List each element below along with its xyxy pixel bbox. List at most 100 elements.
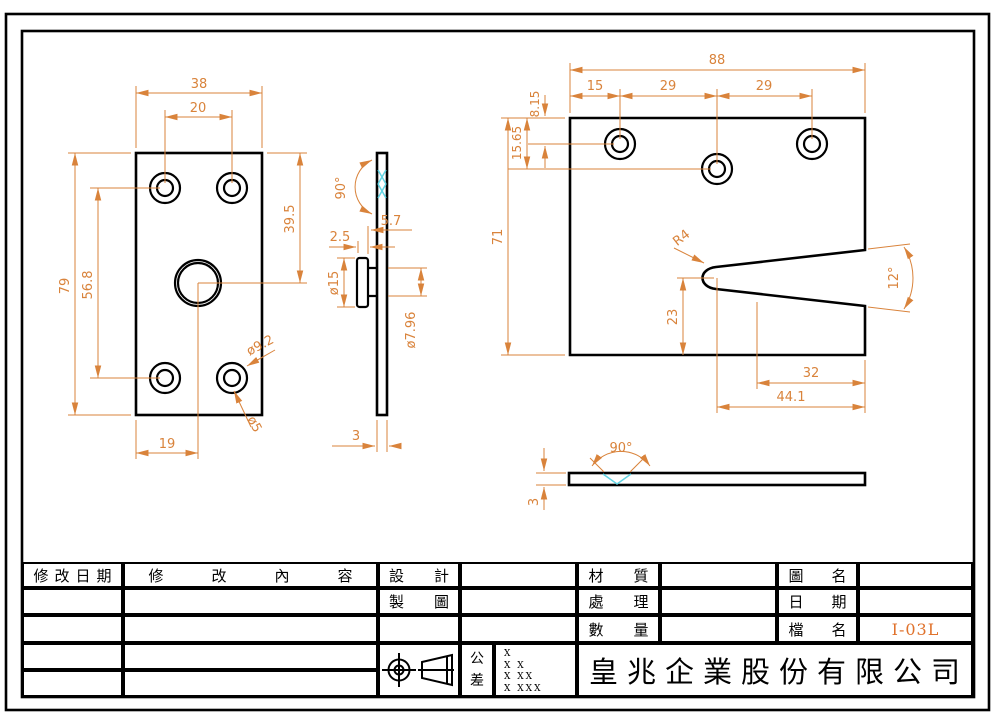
section-dimension-labels: 90° 3	[527, 441, 633, 506]
dim-plan-slot-depth: 44.1	[777, 390, 806, 405]
date-label: 日期	[788, 593, 847, 611]
drawing-name-header: 圖名	[777, 562, 858, 588]
dim-side-chamfer-angle: 90°	[334, 176, 349, 199]
dim-plan-pitch-1: 15	[587, 79, 604, 94]
material-header: 材質	[577, 562, 660, 588]
dim-side-boss-depth: 5.7	[381, 214, 402, 229]
revision-date-label: 修改日期	[33, 566, 118, 585]
dim-front-hole-pitch: 20	[190, 101, 207, 116]
file-name-label: 檔名	[788, 620, 847, 639]
tolerance-label-char-2: 差	[470, 673, 484, 689]
design-label: 設計	[389, 566, 449, 585]
plan-counterbore-holes	[603, 127, 829, 186]
treatment-label: 處理	[588, 593, 649, 611]
drafting-value-cell	[460, 588, 577, 615]
side-boss-profile	[355, 256, 377, 309]
dim-front-boss-from-top: 39.5	[283, 205, 298, 234]
dim-front-hole-dia: ø5	[243, 414, 264, 435]
quantity-label: 數量	[588, 620, 649, 639]
plan-plate-outline	[568, 116, 867, 357]
title-block: 修改日期 修改內容 設計 材質 圖名 製圖 處理 日期 數量 檔名 I-03L	[22, 562, 974, 697]
material-value-cell	[660, 562, 777, 588]
plan-dimension-labels: 88 15 29 29 8.15 15.65 71 R4 12° 23 32 4…	[491, 53, 902, 405]
date-header: 日期	[777, 588, 858, 615]
dim-plan-height: 71	[491, 229, 506, 246]
drawing-name-label: 圖名	[788, 566, 847, 585]
dim-plan-width: 88	[709, 53, 726, 68]
revision-content-header: 修改內容	[123, 562, 378, 588]
dim-plan-edge-to-hole-2: 15.65	[510, 126, 524, 160]
revision-content-cell-2	[123, 615, 378, 643]
revision-date-cell-3	[22, 643, 123, 670]
file-name-header: 檔名	[777, 615, 858, 643]
dim-plan-pitch-3: 29	[756, 79, 773, 94]
drafting-label: 製圖	[389, 593, 449, 611]
treatment-value-cell	[660, 588, 777, 615]
revision-date-header: 修改日期	[22, 562, 123, 588]
dim-section-countersink-angle: 90°	[609, 441, 632, 456]
file-name-value-cell: I-03L	[858, 615, 973, 643]
dim-front-counterbore-dia: ø9.2	[244, 333, 276, 360]
side-plate-outline	[375, 151, 389, 417]
sheet-border	[4, 12, 991, 712]
dim-section-thickness: 3	[527, 498, 542, 506]
tolerance-row-3: X XX	[504, 672, 535, 682]
dim-plan-edge-to-hole: 8.15	[528, 91, 542, 118]
drafting-header: 製圖	[378, 588, 460, 615]
section-bar-outline	[567, 471, 867, 487]
section-dimensions	[536, 448, 651, 510]
material-label: 材質	[588, 566, 649, 585]
side-countersink-chamfer	[377, 169, 387, 199]
drawing-name-value-cell	[858, 562, 973, 588]
date-value-cell	[858, 588, 973, 615]
company-name-cell: 皇兆企業股份有限公司	[577, 643, 973, 697]
section-countersink-chamfer	[602, 473, 632, 485]
revision-content-cell-1	[123, 588, 378, 615]
dim-front-boss-from-left: 19	[159, 437, 176, 452]
revision-date-cell-2	[22, 615, 123, 643]
revision-date-cell-4	[22, 670, 123, 697]
treatment-header: 處理	[577, 588, 660, 615]
plan-view: 88 15 29 29 8.15 15.65 71 R4 12° 23 32 4…	[491, 53, 914, 413]
revision-date-cell-1	[22, 588, 123, 615]
tolerance-header: 公 差	[460, 643, 494, 697]
dim-plan-slot-from-bottom: 23	[666, 309, 681, 326]
section-view: 90° 3	[527, 441, 867, 510]
tolerance-row-1: X	[504, 649, 513, 659]
front-dimensions	[68, 86, 307, 459]
file-name-value: I-03L	[891, 619, 940, 639]
dim-side-boss-dia: ø15	[327, 271, 342, 296]
dim-side-boss-cap: 2.5	[330, 230, 351, 245]
quantity-header: 數量	[577, 615, 660, 643]
dim-side-shaft-dia: ø7.96	[404, 312, 419, 349]
blank-label-cell	[378, 615, 460, 643]
dim-plan-pitch-2: 29	[660, 79, 677, 94]
dim-plan-slot-angle: 12°	[887, 266, 902, 289]
projection-symbol-cell	[378, 643, 460, 697]
front-plate-outline	[134, 151, 264, 417]
side-dimension-labels: 90° 5.7 2.5 ø15 ø7.96 3	[327, 176, 419, 444]
tolerance-row-2: X X	[504, 660, 526, 671]
company-name: 皇兆企業股份有限公司	[588, 655, 969, 689]
front-view: 38 20 79 56.8 39.5 19 ø9.2 ø5	[58, 77, 307, 459]
third-angle-projection-icon	[382, 653, 454, 687]
tolerance-values-cell: X X X X XX X XXX	[494, 643, 577, 697]
design-value-cell	[460, 562, 577, 588]
plan-dimensions	[501, 63, 914, 413]
dim-side-thickness: 3	[352, 429, 360, 444]
side-view: 90° 5.7 2.5 ø15 ø7.96 3	[327, 151, 427, 452]
tolerance-label-char-1: 公	[470, 651, 484, 667]
side-dimensions	[329, 159, 427, 452]
dim-front-height: 79	[58, 278, 73, 295]
dim-front-hole-pitch-v: 56.8	[81, 271, 96, 300]
revision-content-label: 修改內容	[148, 566, 378, 585]
quantity-value-cell	[660, 615, 777, 643]
blank-value-cell	[460, 615, 577, 643]
design-header: 設計	[378, 562, 460, 588]
dim-front-width: 38	[191, 77, 208, 92]
revision-content-cell-3	[123, 643, 378, 670]
revision-content-cell-4	[123, 670, 378, 697]
tolerance-row-4: X XXX	[504, 683, 543, 694]
